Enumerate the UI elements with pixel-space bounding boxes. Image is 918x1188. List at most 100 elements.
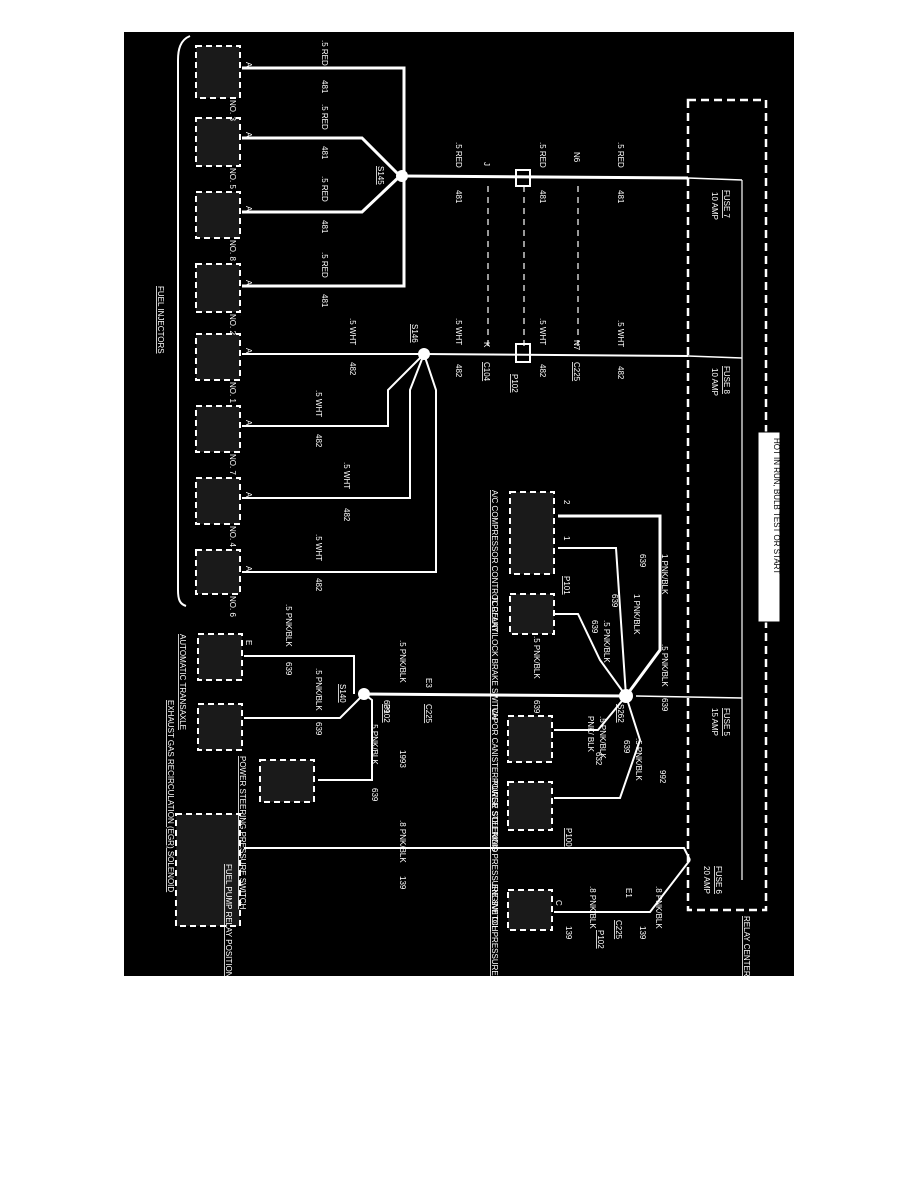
label-transaxle: AUTOMATIC TRANSAXLE (178, 634, 187, 730)
label-139-fuse6: 139 (638, 926, 647, 940)
hot-header-text: HOT IN RUN, BULB TEST OR START (772, 438, 781, 574)
injector-box-no2 (195, 263, 241, 313)
label-c225: C225 (572, 362, 581, 382)
pin-inj-no4: A (244, 492, 253, 498)
wire-139-oil (554, 859, 691, 913)
label-5pnk-tcc: .5 PNK/BLK (602, 620, 611, 663)
wire-139-fuel-pump (244, 847, 691, 861)
label-pss: POWER STEERING PRESSURE SWITCH (490, 778, 499, 932)
pin-inj-no8: A (244, 206, 253, 212)
label-pin-1: 1 (562, 536, 571, 541)
label-inj-no4: NO. 4 (228, 526, 237, 547)
connector-p102-mark-bottom (515, 343, 531, 363)
label-139-oil: 139 (564, 926, 573, 940)
wire-wht-inj7 (242, 353, 425, 427)
label-639-right: 639 (660, 698, 669, 712)
connector-p102-mark-top (515, 169, 531, 187)
label-139-fuel: 139 (398, 876, 407, 890)
label-fuse7: FUSE 7 (722, 190, 731, 219)
label-481-c104: 481 (454, 190, 463, 204)
wire-label-inj6: .5 WHT (314, 534, 323, 561)
label-5pnk-egr: .5 PNK/BLK (314, 668, 323, 711)
label-5pnk-right: .5 PNK/BLK (660, 644, 669, 687)
pin-inj-no1: A (244, 348, 253, 354)
wire-pnk-tcc (554, 613, 627, 697)
wire-wht-main (423, 353, 689, 357)
component-box-oil (507, 889, 553, 931)
label-p102-b: P102 (382, 704, 391, 723)
wire-label-inj2: .5 RED (320, 252, 329, 278)
wire-pnk-main-s140 (363, 692, 627, 698)
injector-box-no8 (195, 191, 241, 239)
wire-pnk-transaxle (244, 655, 355, 694)
wire-red-inj5 (242, 136, 402, 178)
fuse7-lead (687, 177, 743, 181)
wire-label-inj3: .5 RED (320, 40, 329, 66)
wire-red-inj3 (242, 66, 406, 176)
injector-box-no6 (195, 549, 241, 595)
label-fuse6: FUSE 6 (714, 866, 723, 895)
label-wht-c104: .5 WHT (454, 318, 463, 345)
label-639-s140: 639 (382, 700, 391, 714)
label-p102-c: P102 (596, 930, 605, 949)
label-pin-n6: N6 (572, 152, 581, 163)
splice-s145 (396, 170, 408, 182)
pin-inj-no6: A (244, 566, 253, 572)
hot-header-box (757, 431, 781, 623)
label-pin-e: E (244, 640, 253, 645)
pin-inj-no7: A (244, 420, 253, 426)
label-e3: E3 (424, 678, 433, 688)
label-fuse8-rating: 10 AMP (710, 368, 719, 396)
label-ac-relay: A/C COMPRESSOR CONTROL RELAY (490, 490, 499, 633)
label-p100: P100 (564, 828, 573, 847)
wire-pnk-egr (244, 693, 365, 719)
label-wht-c225: .5 WHT (538, 318, 547, 345)
component-box-pss2 (259, 759, 315, 803)
label-inj-no5: NO. 5 (228, 168, 237, 189)
circ-label-inj5: 481 (320, 146, 329, 160)
pin-inj-no3: A (244, 62, 253, 68)
label-pnk-vapor-blk: PNK/ BLK (586, 716, 595, 753)
wire-pnk-pss (554, 695, 642, 799)
label-1pnk-a: 1 PNK/BLK (660, 554, 669, 595)
label-e1: E1 (624, 888, 633, 898)
label-8pnk-oil: .8 PNK/BLK (588, 886, 597, 929)
label-s262: S262 (616, 704, 625, 723)
label-8pnk-fuse6: .8 PNK/BLK (654, 886, 663, 929)
label-relay-center: RELAY CENTER (742, 916, 751, 977)
component-box-pss (507, 781, 553, 831)
injector-boxes (195, 45, 241, 595)
wire-label-inj4: .5 WHT (342, 462, 351, 489)
label-482-c104: 482 (454, 364, 463, 378)
label-5pnk-s140-top: .5 PNK/BLK (398, 640, 407, 683)
wire-label-inj8: .5 RED (320, 176, 329, 202)
component-box-transaxle (197, 633, 243, 681)
circ-label-inj8: 481 (320, 220, 329, 234)
circ-label-inj7: 482 (314, 434, 323, 448)
label-s145: S145 (376, 166, 385, 185)
circ-label-inj6: 482 (314, 578, 323, 592)
label-632: 632 (594, 752, 603, 766)
wire-pnk-pss2 (318, 693, 373, 781)
wire-red-inj2 (242, 176, 406, 288)
label-oil: ENGINE OIL PRESSURE SWITCH (490, 884, 499, 1010)
label-639-pss: 639 (622, 740, 631, 754)
wire-red-main (403, 174, 689, 180)
label-red-fuse: .5 RED (616, 142, 625, 168)
label-5pnk-pss2: .5 PNK/BLK (370, 722, 379, 765)
circ-label-inj2: 481 (320, 294, 329, 308)
injector-box-no7 (195, 405, 241, 453)
wire-pnk-ac-relay (558, 514, 662, 697)
label-8pnk-fuel: .8 PNK/BLK (398, 820, 407, 863)
label-inj-no7: NO. 7 (228, 454, 237, 475)
label-inj-no8: NO. 8 (228, 240, 237, 261)
label-639-a: 639 (638, 554, 647, 568)
label-fuse6-rating: 20 AMP (702, 866, 711, 894)
label-red-c104: .5 RED (454, 142, 463, 168)
component-box-egr (197, 703, 243, 751)
component-box-ac-relay (509, 491, 555, 575)
label-p102: P102 (510, 374, 519, 393)
label-pin-c: C (554, 900, 563, 906)
circ-label-inj3: 481 (320, 80, 329, 94)
label-s146: S146 (410, 324, 419, 343)
